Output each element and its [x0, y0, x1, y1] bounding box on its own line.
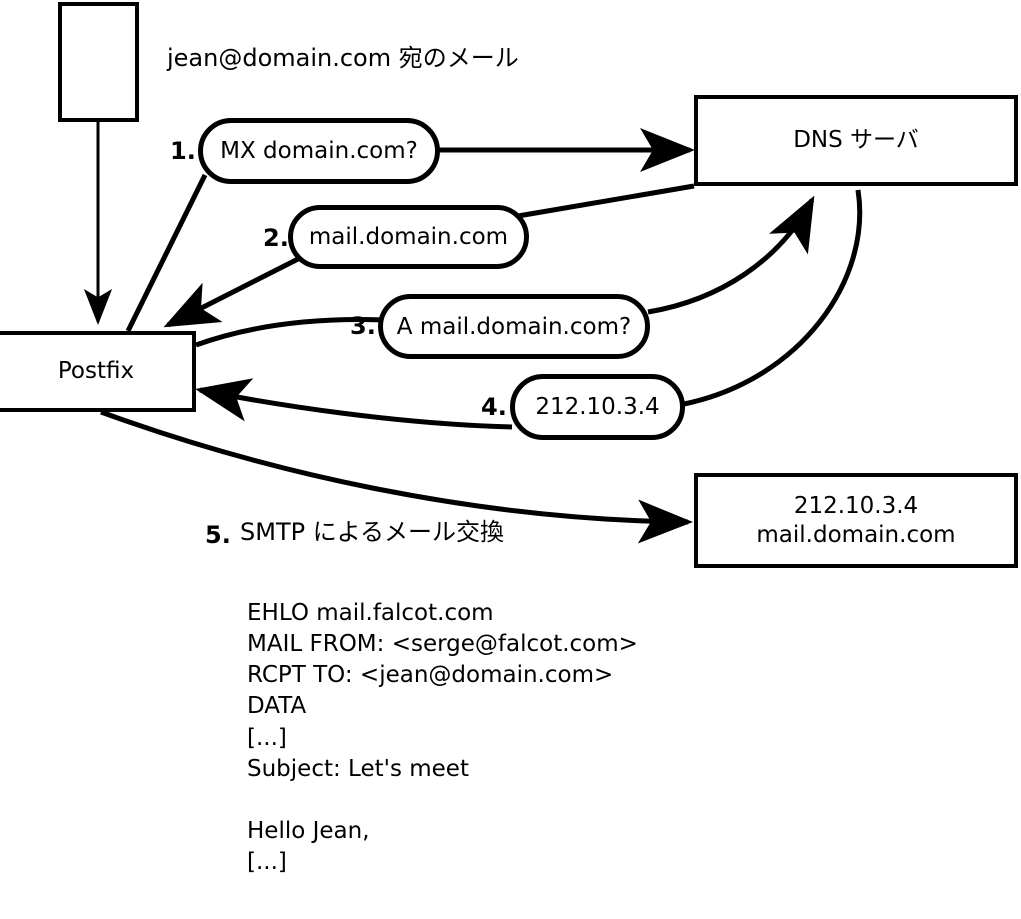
step-bubble-1-label: MX domain.com? [220, 138, 418, 164]
mail-destination-caption: jean@domain.com 宛のメール [167, 44, 519, 72]
step-number-1: 1. [170, 137, 196, 165]
connector-step2-from-dns [517, 183, 695, 219]
node-dns-server-label: DNS サーバ [793, 127, 919, 154]
node-mail-server[interactable]: 212.10.3.4 mail.domain.com [694, 473, 1018, 568]
step-bubble-4-label: 212.10.3.4 [535, 394, 660, 420]
node-dns-server[interactable]: DNS サーバ [694, 95, 1018, 186]
step-bubble-2-label: mail.domain.com [308, 224, 509, 250]
connector-step1-tail [125, 173, 208, 333]
step-bubble-4[interactable]: 212.10.3.4 [510, 374, 685, 440]
step-bubble-2[interactable]: mail.domain.com [288, 205, 529, 269]
step-bubble-3[interactable]: A mail.domain.com? [378, 294, 650, 359]
step-5-label: SMTP によるメール交換 [240, 518, 504, 546]
connector-step2-to-postfix [163, 255, 302, 328]
step-number-3: 3. [350, 312, 376, 340]
node-postfix[interactable]: Postfix [0, 331, 196, 412]
step-number-2: 2. [263, 224, 289, 252]
connector-step4-to-postfix [195, 378, 513, 430]
node-postfix-label: Postfix [57, 358, 135, 385]
smtp-transcript-trailing: . [247, 905, 255, 919]
step-number-5: 5. [205, 521, 231, 549]
node-mail-server-ip: 212.10.3.4 [793, 492, 919, 519]
step-bubble-3-label: A mail.domain.com? [396, 313, 632, 340]
connector-step3-to-dns [647, 195, 815, 315]
smtp-transcript: EHLO mail.falcot.com MAIL FROM: <serge@f… [247, 600, 638, 876]
node-sender-box[interactable] [58, 2, 139, 122]
step-number-4: 4. [481, 393, 507, 421]
connector-step4-from-dns [683, 189, 863, 407]
node-mail-server-host: mail.domain.com [756, 521, 956, 548]
step-bubble-1[interactable]: MX domain.com? [198, 118, 440, 184]
